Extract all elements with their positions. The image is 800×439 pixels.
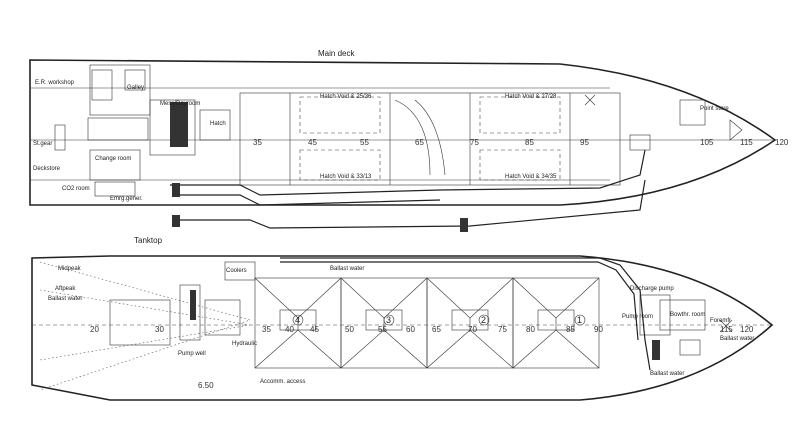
svg-text:65: 65 [432, 325, 441, 334]
tanktop-frame-labels: 20 30 35 40 45 50 55 60 65 70 75 80 85 9… [90, 325, 754, 390]
svg-text:105: 105 [700, 138, 714, 147]
svg-text:50: 50 [345, 325, 354, 334]
svg-text:120: 120 [775, 138, 789, 147]
ballast-water-right-label: Ballast water [720, 336, 754, 342]
deckstore-label: Deckstore [33, 166, 61, 172]
hatch-label: Hatch [210, 121, 226, 127]
svg-text:120: 120 [740, 325, 754, 334]
main-deck-frame-labels: 35 45 55 65 75 85 95 105 115 120 [253, 138, 789, 147]
bowthr-room-label: Bowthr. room [670, 312, 705, 318]
void-34-35-label: Hatch Void & 34/35 [505, 174, 557, 180]
hydraulic-tank-label: Hydraulic [232, 341, 257, 347]
er-workshop-label: E.R. workshop [35, 80, 75, 86]
svg-text:60: 60 [406, 325, 415, 334]
tanktop-hull [31, 255, 774, 401]
svg-text:35: 35 [262, 325, 271, 334]
svg-text:70: 70 [468, 325, 477, 334]
hold-number-3: 3 [386, 315, 391, 325]
tanktop-plan: 4 3 2 1 20 30 35 40 45 50 55 60 65 70 75… [31, 255, 774, 401]
aftpeak-label: Aftpeak [55, 286, 76, 292]
svg-text:45: 45 [308, 138, 317, 147]
discharge-pump-label: Discharge pump [630, 286, 674, 292]
svg-text:75: 75 [498, 325, 507, 334]
emrg-gener-label: Emrg.gener. [110, 196, 143, 202]
svg-text:85: 85 [566, 325, 575, 334]
cargo-holds: 4 3 2 1 [254, 277, 600, 369]
svg-text:35: 35 [253, 138, 262, 147]
void-25-36-label: Hatch Void & 25/36 [320, 94, 372, 100]
co2-room-label: CO2 room [62, 186, 90, 192]
svg-text:45: 45 [310, 325, 319, 334]
pump-room-label: Pump room [622, 314, 653, 320]
galley-label: Galley [127, 85, 144, 91]
svg-text:95: 95 [580, 138, 589, 147]
svg-text:75: 75 [470, 138, 479, 147]
svg-text:65: 65 [415, 138, 424, 147]
pump-well-label: Pump well [178, 351, 206, 357]
main-deck-hull [29, 59, 777, 206]
coolers-label: Coolers [226, 268, 247, 274]
svg-text:55: 55 [360, 138, 369, 147]
main-deck-plan: 35 45 55 65 75 85 95 105 115 120 E.R. wo… [29, 59, 789, 232]
hold-number-4: 4 [295, 315, 300, 325]
svg-text:20: 20 [90, 325, 99, 334]
foremfr-label: Foremfr [710, 318, 731, 324]
change-room-label: Change room [95, 156, 131, 162]
svg-text:30: 30 [155, 325, 164, 334]
st-gear-label: St.gear [33, 141, 52, 147]
main-deck-title: Main deck [318, 49, 355, 58]
hold-number-1: 1 [577, 315, 582, 325]
accommodation-access-label: Accomm. access [260, 379, 305, 385]
ballast-water-top-label: Ballast water [330, 266, 364, 272]
svg-text:6.50: 6.50 [198, 381, 214, 390]
void-33-13-label: Hatch Void & 33/13 [320, 174, 372, 180]
tanktop-title: Tanktop [134, 236, 163, 245]
ballast-water-br-label: Ballast water [650, 371, 684, 377]
svg-text:80: 80 [526, 325, 535, 334]
point-store-label: Point store [700, 106, 729, 112]
void-27-28-label: Hatch Void & 27/28 [505, 94, 557, 100]
midpeak-label: Midpeak [58, 266, 82, 272]
svg-text:85: 85 [525, 138, 534, 147]
mess-dayroom-label: Mess/Dayroom [160, 101, 200, 107]
svg-text:115: 115 [720, 325, 733, 334]
ballast-water-left-label: Ballast water [48, 296, 82, 302]
svg-text:90: 90 [594, 325, 603, 334]
svg-text:115: 115 [740, 138, 753, 147]
svg-text:40: 40 [285, 325, 294, 334]
hold-number-2: 2 [481, 315, 486, 325]
svg-text:55: 55 [378, 325, 387, 334]
